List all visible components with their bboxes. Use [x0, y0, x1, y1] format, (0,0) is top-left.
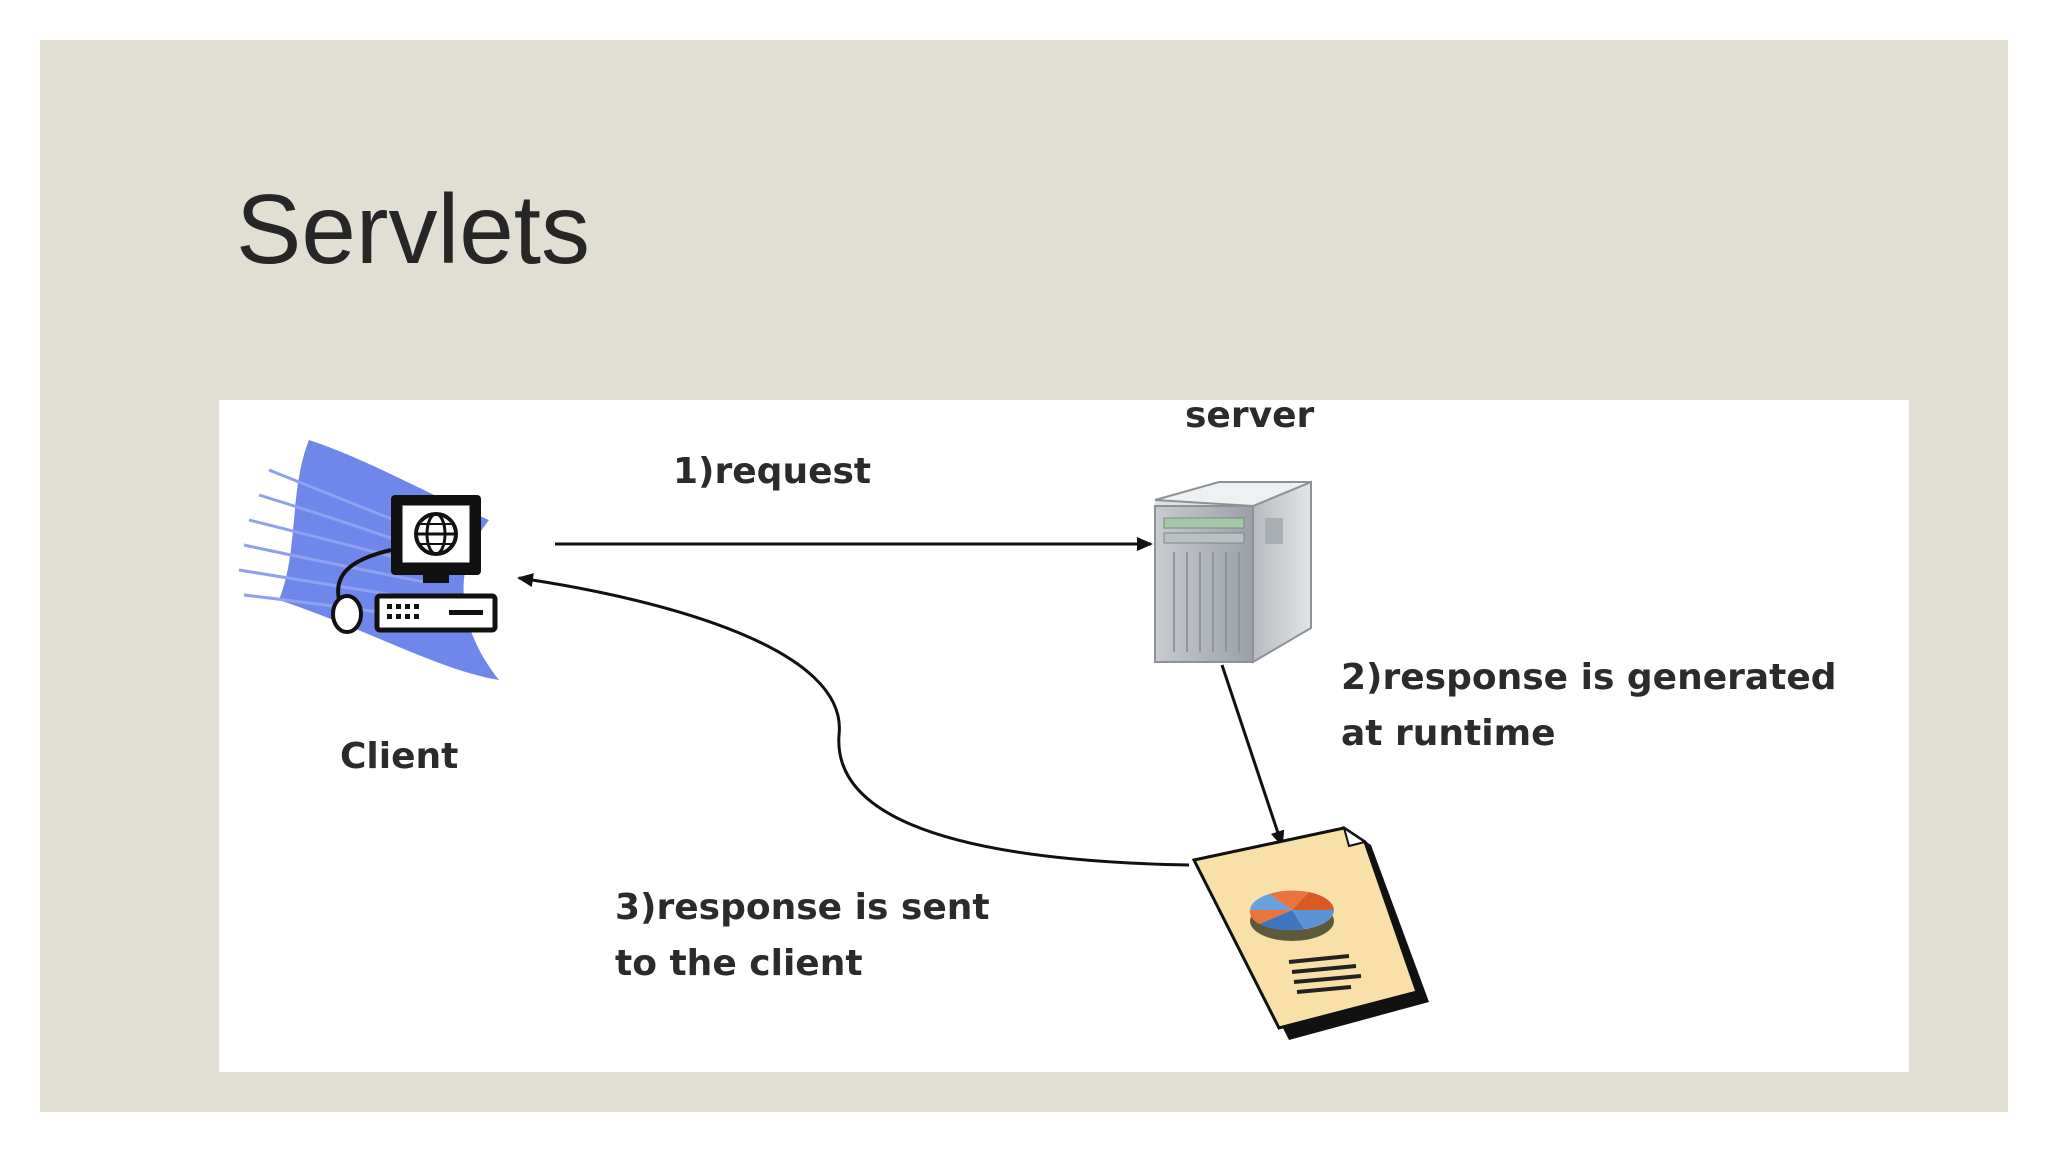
response-sent-label: 3)response is sent to the client — [615, 880, 990, 992]
server-tower-icon — [1154, 480, 1312, 664]
diagram-panel: server 1)request Client 2)response is ge… — [219, 400, 1909, 1072]
response-generated-line-1: 2)response is generated — [1341, 657, 1837, 698]
response-sent-line-2: to the client — [615, 943, 863, 984]
diagram-canvas — [238, 440, 1429, 1040]
response-generated-line-2: at runtime — [1341, 713, 1556, 754]
response-sent-line-1: 3)response is sent — [615, 887, 990, 928]
client-computer-icon — [238, 440, 499, 680]
report-document-icon — [1191, 825, 1429, 1040]
client-label: Client — [340, 736, 459, 777]
slide-title: Servlets — [236, 174, 591, 284]
response-arrow — [517, 573, 1190, 867]
slide: Servlets — [40, 40, 2008, 1112]
generate-arrow — [1220, 664, 1285, 847]
request-label: 1)request — [673, 451, 872, 492]
server-label: server — [1185, 400, 1315, 436]
response-generated-label: 2)response is generated at runtime — [1341, 650, 1837, 762]
